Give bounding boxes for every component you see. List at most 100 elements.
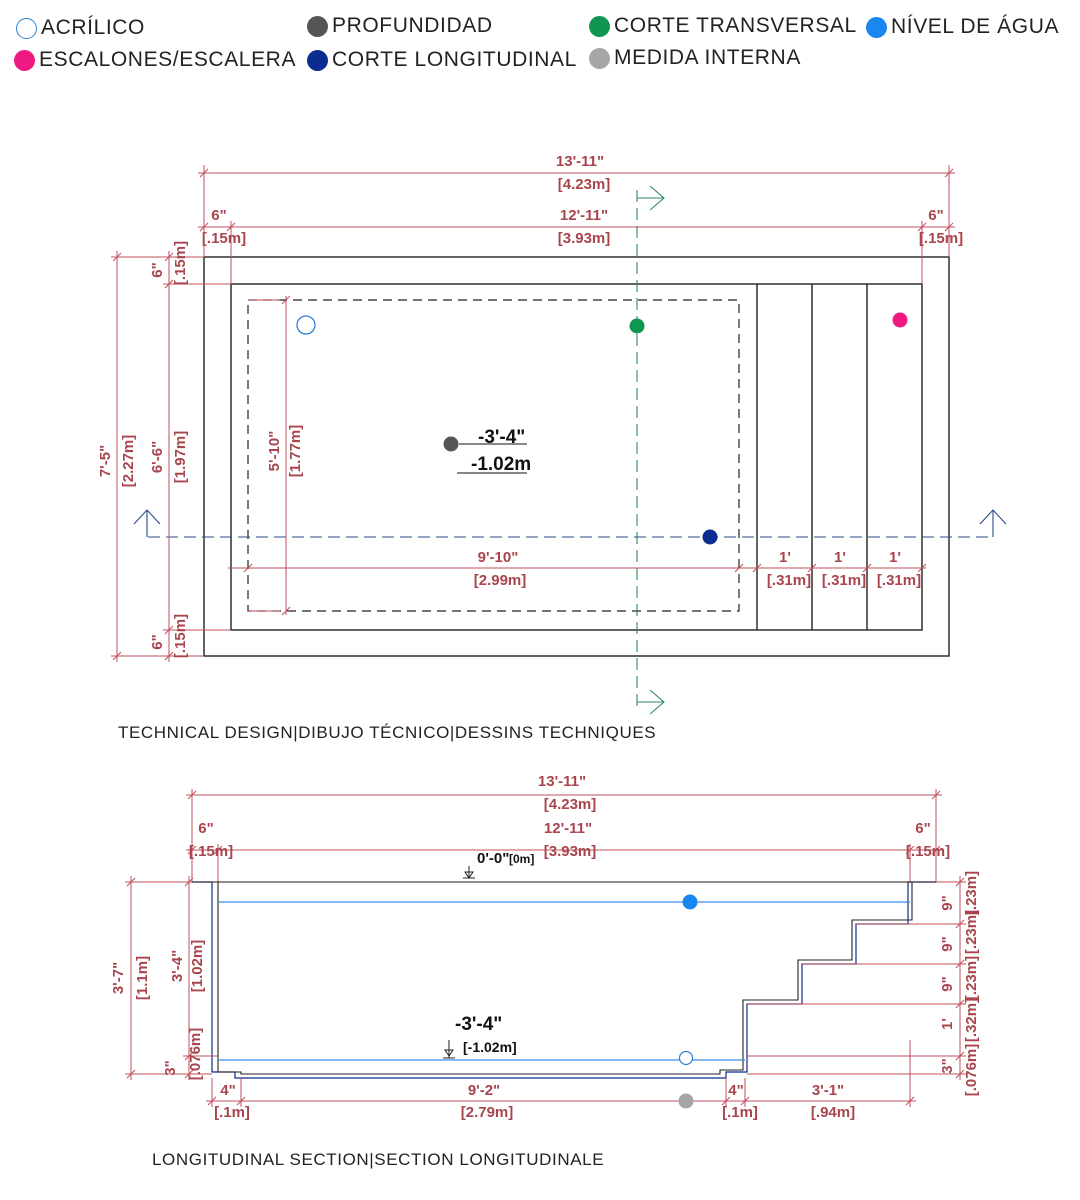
dim-inner-width: 6'-6" [149,441,166,473]
section-dim-riser-5: 3" [939,1058,956,1073]
dim-step-2: 1' [834,549,846,566]
level-marker-icon [463,866,475,879]
section-dim-riser-1-metric: [.23m] [963,871,980,915]
plan-depth-imperial: -3'-4" [478,427,525,448]
section-dim-riser-4: 1' [939,1018,956,1030]
plan-depth-metric: -1.02m [471,454,531,475]
plan-view: 13'-11" [4.23m] 12'-11" [3.93m] 6" [.15m… [97,153,1007,742]
medida-interna-marker-icon [678,1093,694,1109]
legend-medida-interna: MEDIDA INTERNA [589,43,801,73]
corte-transversal-marker-icon [589,15,610,37]
dim-top-wall: 6" [149,262,166,277]
dim-inner-length-metric: [3.93m] [558,230,611,247]
dim-step-1: 1' [779,549,791,566]
section-arrow-icon [979,509,1007,537]
plan-left-dimensions [111,251,291,662]
section-bottom-level: -3'-4" [455,1014,502,1035]
section-arrow-icon [637,185,665,211]
section-dim-riser-2-metric: [.23m] [963,910,980,954]
pool-outer-outline [203,256,950,657]
section-arrow-icon [133,509,161,537]
section-dim-riser-4-metric: [.32m] [963,998,980,1042]
section-dim-left-foot-metric: [.1m] [214,1104,250,1121]
plan-floor-dimensions [228,563,927,573]
dim-left-wall: 6" [211,207,226,224]
legend-label: PROFUNDIDAD [332,14,493,37]
section-dim-step-foot-metric: [.1m] [722,1104,758,1121]
dim-overall-width: 7'-5" [97,445,114,477]
section-dim-floor-length: 9'-2" [468,1082,500,1099]
legend-nivel-agua: NÍVEL DE ÁGUA [866,12,1059,42]
dim-left-wall-metric: [.15m] [202,230,246,247]
dim-step-2-metric: [.31m] [822,572,866,589]
section-dim-overall-length: 13'-11" [538,773,586,790]
plan-caption: TECHNICAL DESIGN|DIBUJO TÉCNICO|DESSINS … [118,723,656,742]
section-dim-overall-length-metric: [4.23m] [544,796,597,813]
section-bottom-level-metric: [-1.02m] [463,1039,517,1055]
section-dim-right-wall-metric: [.15m] [906,843,950,860]
profundidad-marker-icon [443,436,459,452]
section-dim-right-wall: 6" [915,820,930,837]
section-dim-inner-length: 12'-11" [544,820,592,837]
section-dim-riser-3: 9" [939,976,956,991]
legend-escalones: ESCALONES/ESCALERA [14,45,296,75]
dim-bottom-wall-metric: [.15m] [172,614,189,658]
acrilico-marker-icon [678,1050,694,1066]
legend-label: ACRÍLICO [41,16,145,39]
section-view: 13'-11" [4.23m] 12'-11" [3.93m] 6" [.15m… [110,773,980,1169]
legend-corte-transversal: CORTE TRANSVERSAL [589,11,857,41]
pool-floor-outline [247,299,740,612]
dim-inner-width-metric: [1.97m] [172,431,189,484]
section-dim-inner-height-metric: [1.02m] [189,940,206,993]
shell-inner-profile [217,882,913,1075]
section-dim-stair-run-metric: [.94m] [811,1104,855,1121]
shell-outer-profile [192,881,936,1079]
section-dim-total-height: 3'-7" [110,962,127,994]
section-dim-inner-height: 3'-4" [169,950,186,982]
dim-floor-width-metric: [1.77m] [287,425,304,478]
nivel-agua-marker-icon [866,16,887,38]
section-top-level: 0'-0" [477,850,509,867]
dim-step-3-metric: [.31m] [877,572,921,589]
section-dim-floor-thk-metric: [.076m] [187,1028,204,1081]
section-dim-step-foot: 4" [728,1082,743,1099]
dim-overall-length: 13'-11" [556,153,604,170]
section-dim-stair-run: 3'-1" [812,1082,844,1099]
medida-interna-marker-icon [589,47,610,69]
section-dim-total-height-metric: [1.1m] [134,956,151,1000]
dim-floor-length-metric: [2.99m] [474,572,527,589]
section-arrow-icon [637,689,665,715]
dim-right-wall-metric: [.15m] [919,230,963,247]
section-dim-riser-3-metric: [.23m] [963,956,980,1000]
section-dim-inner-length-metric: [3.93m] [544,843,597,860]
dim-floor-length: 9'-10" [478,549,519,566]
section-dim-floor-length-metric: [2.79m] [461,1104,514,1121]
section-bottom-dimensions [206,1040,916,1107]
dim-overall-length-metric: [4.23m] [558,176,611,193]
section-dim-riser-5-metric: [.076m] [963,1044,980,1097]
section-left-dimensions [125,876,218,1080]
section-dim-left-wall: 6" [198,820,213,837]
nivel-agua-marker-icon [682,894,698,910]
level-marker-icon [443,1040,455,1059]
escalones-marker-icon [14,49,35,71]
legend-label: MEDIDA INTERNA [614,46,801,69]
legend-acrilico: ACRÍLICO [16,13,145,43]
dim-right-wall: 6" [928,207,943,224]
dim-overall-width-metric: [2.27m] [120,435,137,488]
legend: ACRÍLICO ESCALONES/ESCALERA PROFUNDIDAD … [0,0,1080,80]
dim-inner-length: 12'-11" [560,207,608,224]
section-dim-riser-1: 9" [939,895,956,910]
corte-longitudinal-marker-icon [307,49,328,71]
escalones-marker-icon [892,312,908,328]
corte-transversal-marker-icon [629,318,645,334]
legend-label: ESCALONES/ESCALERA [39,48,297,71]
dim-bottom-wall: 6" [149,634,166,649]
corte-longitudinal-marker-icon [702,529,718,545]
dim-top-wall-metric: [.15m] [172,241,189,285]
pool-inner-outline [230,283,923,631]
section-top-level-metric: [0m] [509,852,534,866]
profundidad-marker-icon [307,15,328,37]
section-right-dimensions [747,876,966,1080]
